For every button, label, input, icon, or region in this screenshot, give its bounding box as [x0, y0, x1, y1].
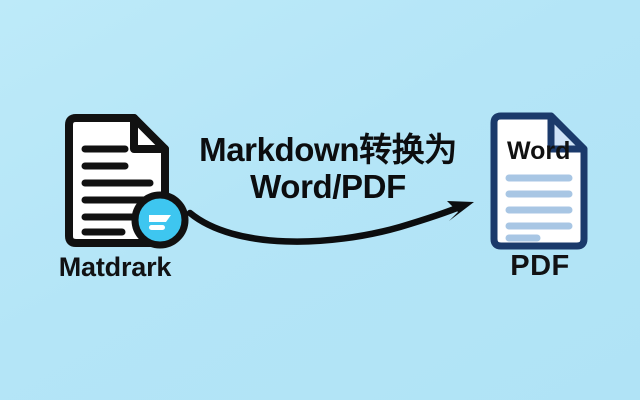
source-label: Matdrark — [58, 252, 172, 282]
word-document-icon: Word — [490, 112, 588, 250]
target-label: PDF — [510, 250, 570, 282]
document-text-lines — [505, 174, 573, 242]
source-document-icon — [62, 114, 189, 250]
headline-line-2: Word/PDF — [250, 167, 406, 205]
word-heading: Word — [507, 137, 570, 165]
page-fold-icon — [130, 114, 169, 153]
page-fold-icon — [547, 112, 588, 153]
headline-line-1: Markdown转换为 — [199, 131, 457, 168]
target-document-icon: Word — [489, 112, 589, 250]
document-text-lines — [81, 145, 154, 236]
arrow-shaft — [186, 202, 466, 245]
markdown-badge-icon — [131, 191, 189, 249]
markdown-document-icon — [65, 114, 189, 249]
headline: Markdown转换为 Word/PDF — [160, 131, 496, 206]
